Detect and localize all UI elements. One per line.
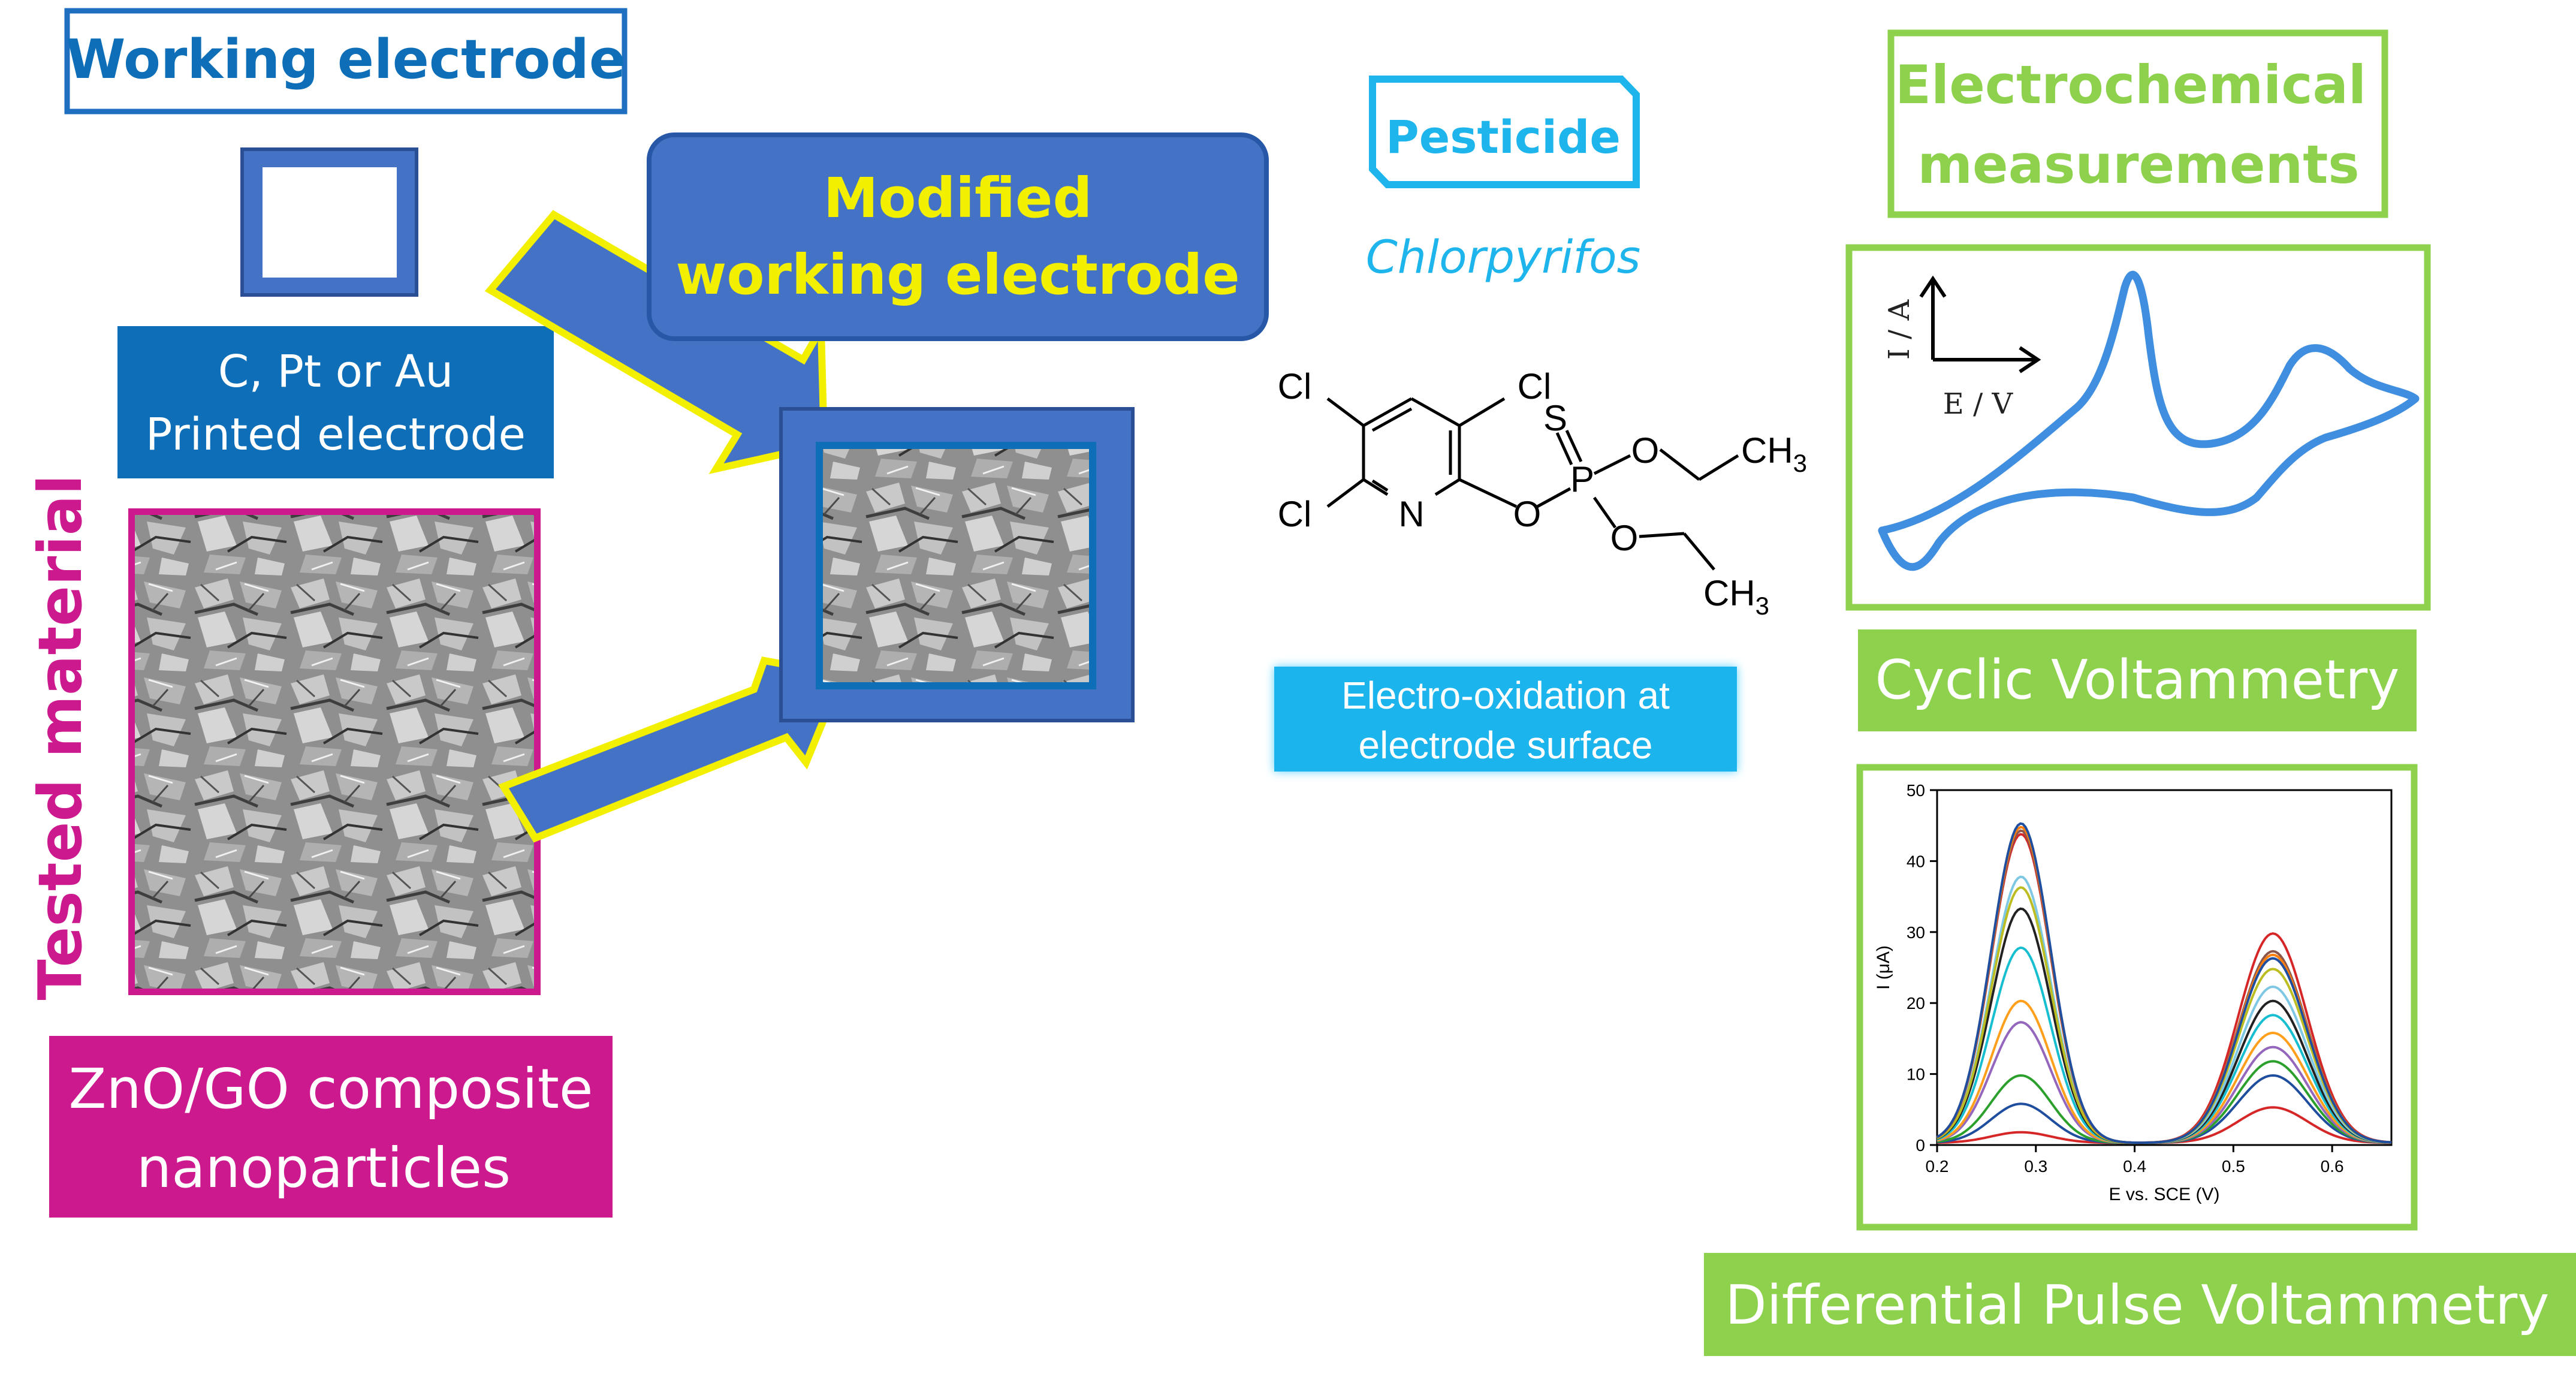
dpv-y-tick-label: 50 — [1907, 781, 1925, 800]
mol-ch3-upper: CH3 — [1741, 430, 1807, 477]
dpv-x-tick-label: 0.6 — [2321, 1157, 2344, 1176]
bare-electrode-surface — [263, 167, 397, 278]
cv-curve — [1878, 270, 2420, 571]
dpv-label: Differential Pulse Voltammetry — [1725, 1274, 2549, 1337]
pesticide-tag-label: Pesticide — [1386, 110, 1621, 164]
zno-go-caption-line2: nanoparticles — [137, 1136, 511, 1200]
modified-electrode-label-box — [647, 132, 1269, 341]
modified-electrode-line1: Modified — [824, 166, 1093, 230]
electrochemical-title-line2: measurements — [1917, 134, 2359, 195]
dpv-x-tick-label: 0.5 — [2222, 1157, 2245, 1176]
working-electrode-title-box — [64, 8, 628, 115]
electrode-material-line2: Printed electrode — [146, 409, 526, 460]
electrode-material-box — [117, 326, 554, 478]
dpv-y-tick-label: 10 — [1907, 1065, 1925, 1084]
dpv-chart: 0 10 20 30 40 50 0.2 0.3 0.4 0.5 0.6 E vs. SCE (V) I… — [1874, 781, 2393, 1204]
arrow-electrode-to-modified — [484, 210, 828, 474]
working-electrode-title: Working electrode — [66, 28, 626, 91]
pesticide-tag-box — [1369, 76, 1640, 188]
dpv-x-axis-label: E vs. SCE (V) — [2109, 1185, 2219, 1204]
modified-electrode-line2: working electrode — [675, 243, 1239, 307]
mol-s: S — [1543, 398, 1567, 438]
dpv-y-tick-label: 40 — [1907, 852, 1925, 870]
electro-oxidation-line1: Electro-oxidation at — [1341, 674, 1670, 717]
dpv-x-tick-label: 0.4 — [2123, 1157, 2146, 1176]
mol-n: N — [1398, 494, 1424, 534]
sem-image — [135, 515, 534, 989]
mol-cl-top-right: Cl — [1518, 366, 1552, 406]
tested-material-group: Tested material ZnO/GO composite nanopar… — [25, 475, 613, 1218]
cv-axes — [1919, 275, 2041, 373]
mol-cl-bottom: Cl — [1278, 494, 1312, 534]
mol-o-lower: O — [1610, 518, 1639, 558]
cv-label: Cyclic Voltammetry — [1875, 649, 2399, 712]
mol-o-ring: O — [1513, 494, 1542, 534]
chlorpyrifos-structure — [1326, 397, 1739, 571]
modified-electrode-group: Modified working electrode — [647, 132, 1269, 722]
mol-p: P — [1570, 459, 1594, 499]
dpv-y-tick-label: 0 — [1916, 1136, 1925, 1155]
dpv-label-box — [1704, 1253, 2576, 1356]
chlorpyrifos-labels: Cl Cl Cl N O P S O O CH3 CH3 — [1278, 366, 1807, 620]
dpv-y-tick-label: 30 — [1907, 923, 1925, 942]
working-electrode-group: Working electrode C, Pt or Au Printed el… — [64, 8, 628, 478]
dpv-x-tick-label: 0.3 — [2024, 1157, 2047, 1176]
electrode-material-line1: C, Pt or Au — [218, 346, 454, 397]
dpv-plot-frame — [1856, 764, 2418, 1231]
cv-label-box — [1858, 629, 2417, 731]
pesticide-name: Chlorpyrifos — [1366, 230, 1641, 284]
dpv-plot-area — [1936, 789, 2393, 1146]
electrochemical-title-box — [1887, 29, 2388, 218]
pesticide-group: Pesticide Chlorpyrifos — [1274, 76, 1807, 772]
zno-go-caption-line1: ZnO/GO composite — [68, 1057, 593, 1121]
electro-oxidation-line2: electrode surface — [1359, 724, 1653, 767]
dpv-y-tick-label: 20 — [1907, 994, 1925, 1013]
dpv-x-tick-label: 0.2 — [1926, 1157, 1949, 1176]
mol-ch3-lower: CH3 — [1703, 573, 1769, 620]
tested-material-vertical-label: Tested material — [25, 475, 95, 1001]
zno-go-caption-box — [49, 1036, 613, 1218]
modified-electrode-sem — [823, 449, 1089, 682]
electrochemical-title-line1: Electrochemical — [1895, 54, 2366, 116]
cv-y-axis-label: I / A — [1883, 299, 1916, 360]
cv-x-axis-label: E / V — [1943, 387, 2014, 421]
cv-plot-frame — [1845, 244, 2431, 611]
electrochemical-group: Electrochemical measurements I / A E / V… — [1704, 29, 2576, 1356]
mol-cl-top-left: Cl — [1278, 366, 1312, 406]
mol-o-upper: O — [1631, 430, 1660, 471]
dpv-y-axis-label: I (μA) — [1874, 945, 1893, 990]
electro-oxidation-box — [1274, 667, 1737, 772]
dpv-series-line — [1936, 822, 2392, 1144]
